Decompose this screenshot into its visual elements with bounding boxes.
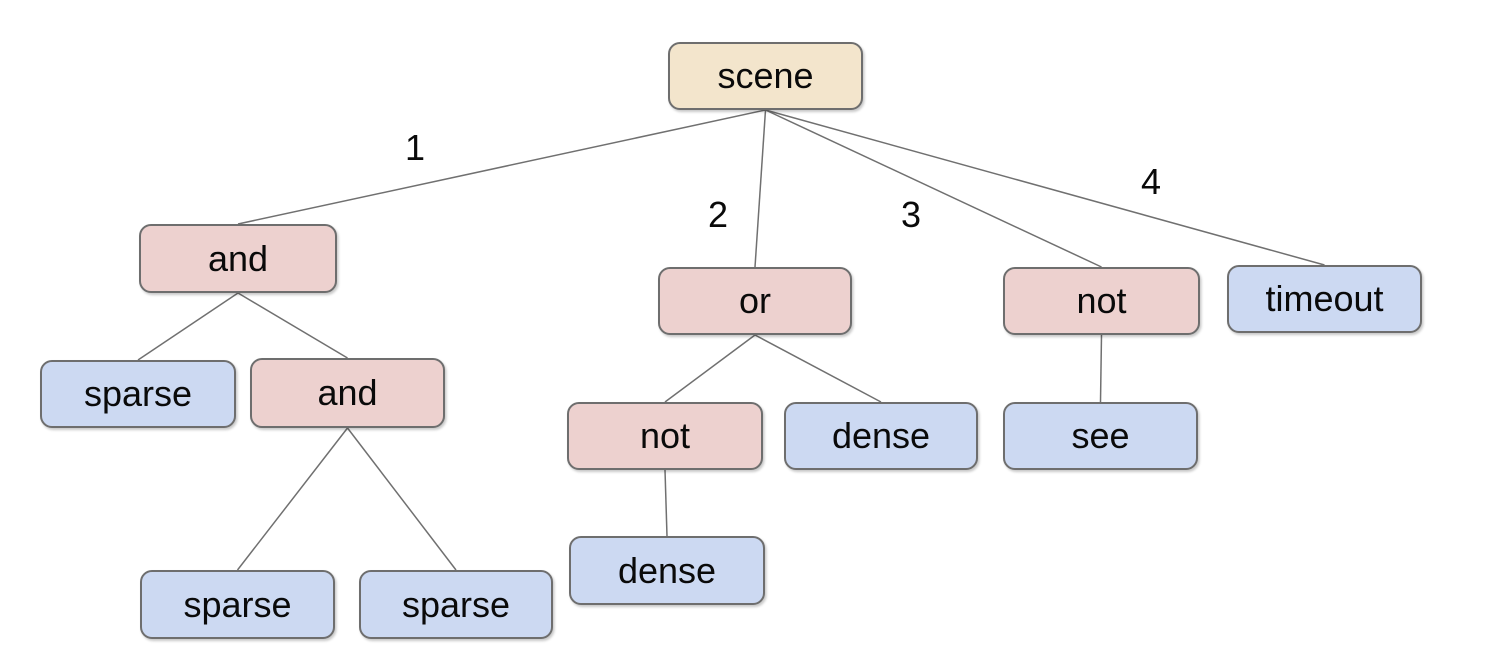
node-label: and bbox=[207, 237, 269, 279]
edge-and-1-and-2 bbox=[237, 292, 348, 359]
tree-node-sparse-2: sparse bbox=[140, 570, 335, 639]
node-label: not bbox=[1076, 280, 1127, 321]
tree-node-or-1: or bbox=[658, 267, 852, 335]
tree-node-sparse-1: sparse bbox=[40, 360, 236, 428]
node-label: sparse bbox=[401, 583, 511, 625]
edge-or-1-dense-1 bbox=[754, 334, 882, 403]
tree-node-and-1: and bbox=[139, 224, 337, 293]
tree-node-not-1: not bbox=[1003, 267, 1200, 335]
node-label: scene bbox=[717, 55, 814, 96]
node-label: dense bbox=[831, 415, 931, 456]
node-label: not bbox=[639, 415, 691, 456]
tree-node-dense-2: dense bbox=[569, 536, 765, 605]
edge-and-1-sparse-1 bbox=[137, 292, 239, 361]
edge-scene-or-1 bbox=[754, 109, 767, 268]
tree-node-sparse-3: sparse bbox=[359, 570, 553, 639]
edge-scene-not-1 bbox=[765, 109, 1102, 268]
edge-label-3: 3 bbox=[900, 194, 922, 235]
node-label: see bbox=[1071, 415, 1130, 456]
node-label: sparse bbox=[83, 373, 193, 414]
node-label: dense bbox=[617, 549, 717, 591]
tree-node-not-2: not bbox=[567, 402, 763, 470]
tree-node-scene: scene bbox=[668, 42, 863, 110]
tree-node-dense-1: dense bbox=[784, 402, 978, 470]
node-label: sparse bbox=[183, 583, 292, 625]
edge-or-1-not-2 bbox=[664, 334, 756, 403]
tree-node-timeout-1: timeout bbox=[1227, 265, 1422, 333]
edge-label-4: 4 bbox=[1140, 161, 1162, 202]
node-label: and bbox=[317, 372, 378, 413]
edge-scene-timeout-1 bbox=[765, 109, 1325, 266]
edge-and-2-sparse-3 bbox=[346, 427, 457, 571]
tree-node-and-2: and bbox=[250, 358, 445, 428]
edge-not-1-see-1 bbox=[1099, 334, 1103, 403]
node-label: timeout bbox=[1265, 278, 1384, 319]
edge-scene-and-1 bbox=[237, 109, 766, 225]
node-label: or bbox=[738, 280, 771, 321]
tree-node-see-1: see bbox=[1003, 402, 1198, 470]
edge-label-2: 2 bbox=[707, 194, 729, 235]
edge-and-2-sparse-2 bbox=[236, 427, 349, 571]
edge-label-1: 1 bbox=[404, 127, 426, 168]
edge-not-2-dense-2 bbox=[664, 469, 668, 537]
